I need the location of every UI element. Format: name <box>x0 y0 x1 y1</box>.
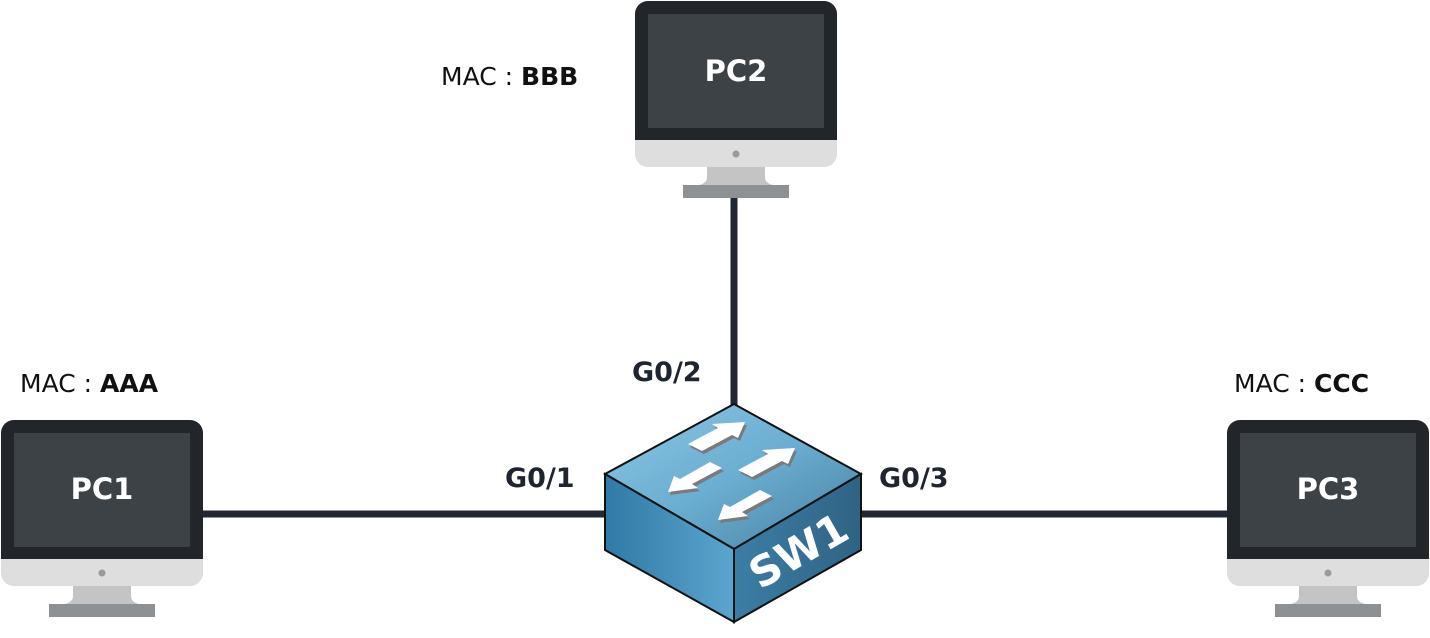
pc2-mac-label: MAC : BBB <box>441 62 578 91</box>
port-label-g0-3: G0/3 <box>879 463 949 494</box>
pc1-mac-label: MAC : AAA <box>20 369 159 398</box>
sw1-node[interactable]: SW1 <box>602 402 864 624</box>
port-label-g0-2: G0/2 <box>632 357 702 388</box>
pc2-mac-prefix: MAC : <box>441 62 521 91</box>
pc1-mac-value: AAA <box>100 369 159 398</box>
pc1-mac-prefix: MAC : <box>20 369 100 398</box>
pc3-label: PC3 <box>1297 472 1360 506</box>
monitor-icon <box>1227 420 1429 617</box>
port-label-g0-1: G0/1 <box>505 463 575 494</box>
monitor-icon <box>635 1 837 198</box>
switch-icon <box>602 402 864 624</box>
pc2-label: PC2 <box>705 54 768 88</box>
pc2-node[interactable]: PC2 <box>635 1 837 198</box>
pc3-node[interactable]: PC3 <box>1227 420 1429 617</box>
pc1-label: PC1 <box>71 472 134 506</box>
monitor-icon <box>1 420 203 617</box>
pc3-mac-value: CCC <box>1314 369 1369 398</box>
pc3-mac-prefix: MAC : <box>1234 369 1314 398</box>
pc2-mac-value: BBB <box>521 62 578 91</box>
pc3-mac-label: MAC : CCC <box>1234 369 1369 398</box>
pc1-node[interactable]: PC1 <box>1 420 203 617</box>
